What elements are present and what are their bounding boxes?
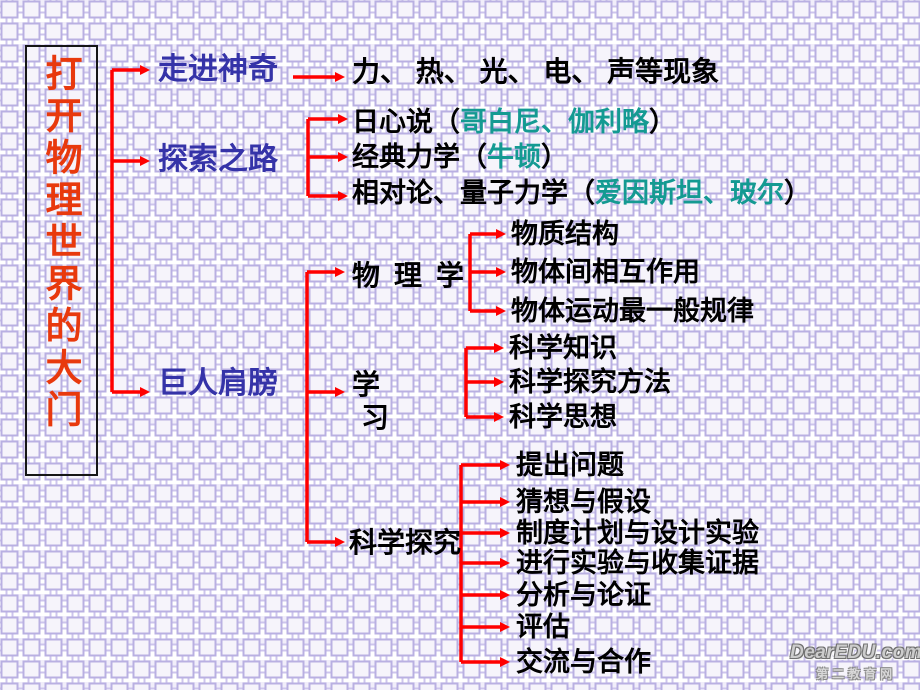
physics-item: 物质结构 — [511, 219, 619, 249]
scientist-names: 爱因斯坦、玻尔 — [595, 178, 784, 208]
exploration-row-relativity-quantum: 相对论、量子力学（爱因斯坦、玻尔） — [352, 178, 811, 208]
exploration-row-heliocentric: 日心说（哥白尼、伽利略） — [352, 107, 676, 137]
close-paren: ） — [649, 107, 676, 137]
dearedu-logo: DearEDU.com — [790, 642, 920, 663]
inquiry-item: 进行实验与收集证据 — [516, 548, 759, 578]
node-learning-label: 学 习 — [352, 368, 389, 434]
theory-text: 相对论、量子力学（ — [352, 178, 595, 208]
phenomena-row: 力、 热、 光、 电、 声等现象 — [352, 56, 720, 87]
learning-line2: 习 — [361, 402, 390, 433]
physics-item: 物体运动最一般规律 — [511, 296, 754, 326]
inquiry-item: 评估 — [516, 612, 570, 642]
learning-item: 科学知识 — [509, 333, 617, 363]
slide-title-vertical: 打开物理世界的大门 — [39, 54, 82, 432]
dearedu-site-name: 第二教育网 — [816, 667, 897, 681]
theory-text: 经典力学（ — [352, 142, 487, 172]
inquiry-item: 提出问题 — [516, 450, 624, 480]
theory-text: 日心说（ — [352, 107, 460, 137]
watermark: DearEDU.com 第二教育网 — [790, 642, 920, 682]
branch-enter-magic: 走进神奇 — [158, 53, 278, 86]
node-inquiry-label: 科学探究 — [349, 527, 462, 558]
inquiry-item: 分析与论证 — [516, 580, 651, 610]
learning-line1: 学 — [352, 369, 381, 400]
close-paren: ） — [784, 178, 811, 208]
inquiry-item: 交流与合作 — [516, 647, 651, 677]
physics-item: 物体间相互作用 — [511, 257, 700, 287]
node-physics-label: 物理学 — [352, 260, 479, 291]
inquiry-item: 制度计划与设计实验 — [516, 518, 759, 548]
branch-exploration-road: 探索之路 — [158, 143, 278, 176]
title-frame — [25, 45, 98, 476]
learning-item: 科学思想 — [509, 402, 617, 432]
scientist-names: 哥白尼、伽利略 — [460, 107, 649, 137]
learning-item: 科学探究方法 — [509, 367, 671, 397]
scientist-names: 牛顿 — [487, 142, 541, 172]
close-paren: ） — [541, 142, 568, 172]
exploration-row-classical-mechanics: 经典力学（牛顿） — [352, 142, 568, 172]
inquiry-item: 猜想与假设 — [516, 487, 651, 517]
branch-giants-shoulders: 巨人肩膀 — [158, 367, 278, 400]
